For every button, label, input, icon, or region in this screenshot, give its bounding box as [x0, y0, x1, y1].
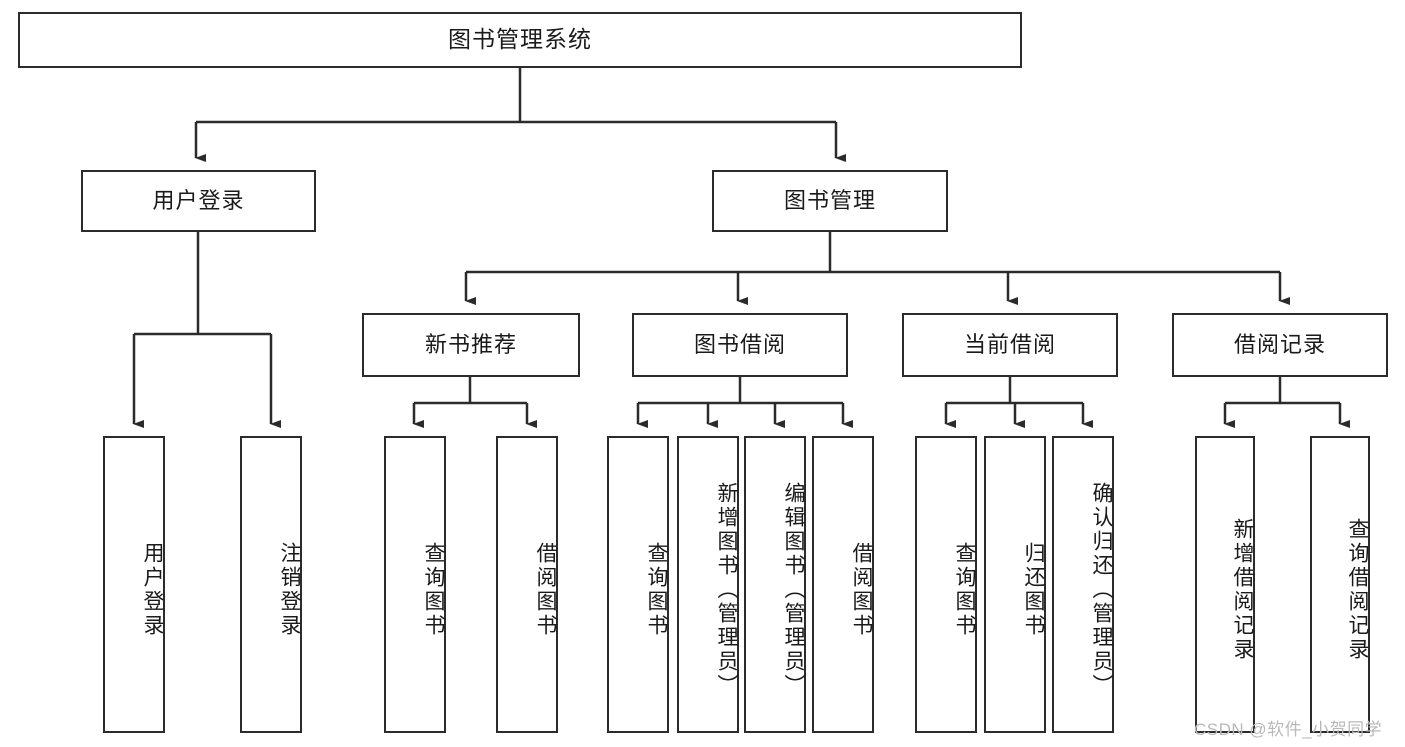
- leaf-new-book-1-label: 查询图书: [422, 541, 445, 638]
- leaf-user-login-2[interactable]: 注销登录: [240, 436, 302, 733]
- node-new-book-recommend[interactable]: 新书推荐: [362, 313, 580, 377]
- leaf-user-login-1[interactable]: 用户登录: [103, 436, 165, 733]
- leaf-book-borrow-2[interactable]: 新增图书（管理员）: [677, 436, 739, 733]
- leaf-current-borrow-1-label: 查询图书: [953, 541, 976, 638]
- leaf-user-login-2-label: 注销登录: [278, 541, 301, 638]
- leaf-current-borrow-3-label: 确认归还（管理员）: [1090, 481, 1113, 698]
- node-root[interactable]: 图书管理系统: [18, 12, 1022, 68]
- leaf-user-login-1-label: 用户登录: [141, 541, 164, 638]
- leaf-current-borrow-1[interactable]: 查询图书: [915, 436, 977, 733]
- node-root-label: 图书管理系统: [448, 26, 592, 53]
- node-book-manage[interactable]: 图书管理: [712, 170, 948, 232]
- node-borrow-record[interactable]: 借阅记录: [1172, 313, 1388, 377]
- node-user-login[interactable]: 用户登录: [81, 170, 316, 232]
- leaf-book-borrow-2-label: 新增图书（管理员）: [715, 481, 738, 698]
- leaf-book-borrow-4-label: 借阅图书: [850, 541, 873, 638]
- node-book-borrow-label: 图书借阅: [693, 331, 786, 357]
- leaf-new-book-2-label: 借阅图书: [534, 541, 557, 638]
- leaf-current-borrow-3[interactable]: 确认归还（管理员）: [1052, 436, 1114, 733]
- node-borrow-record-label: 借阅记录: [1233, 331, 1326, 357]
- leaf-book-borrow-4[interactable]: 借阅图书: [812, 436, 874, 733]
- leaf-book-borrow-3-label: 编辑图书（管理员）: [782, 481, 805, 698]
- node-current-borrow[interactable]: 当前借阅: [902, 313, 1118, 377]
- node-user-login-label: 用户登录: [152, 187, 245, 213]
- leaf-borrow-record-1-label: 新增借阅记录: [1231, 517, 1254, 662]
- leaf-book-borrow-1-label: 查询图书: [645, 541, 668, 638]
- leaf-new-book-1[interactable]: 查询图书: [384, 436, 446, 733]
- node-new-book-recommend-label: 新书推荐: [424, 331, 517, 357]
- node-book-manage-label: 图书管理: [783, 187, 876, 213]
- csdn-watermark: CSDN @软件_小贺同学: [1194, 720, 1383, 739]
- leaf-current-borrow-2[interactable]: 归还图书: [984, 436, 1046, 733]
- node-book-borrow[interactable]: 图书借阅: [632, 313, 848, 377]
- leaf-new-book-2[interactable]: 借阅图书: [496, 436, 558, 733]
- leaf-borrow-record-1[interactable]: 新增借阅记录: [1195, 436, 1255, 733]
- leaf-borrow-record-2-label: 查询借阅记录: [1346, 517, 1369, 662]
- leaf-current-borrow-2-label: 归还图书: [1022, 541, 1045, 638]
- leaf-book-borrow-1[interactable]: 查询图书: [607, 436, 669, 733]
- leaf-book-borrow-3[interactable]: 编辑图书（管理员）: [744, 436, 806, 733]
- leaf-borrow-record-2[interactable]: 查询借阅记录: [1310, 436, 1370, 733]
- node-current-borrow-label: 当前借阅: [963, 331, 1056, 357]
